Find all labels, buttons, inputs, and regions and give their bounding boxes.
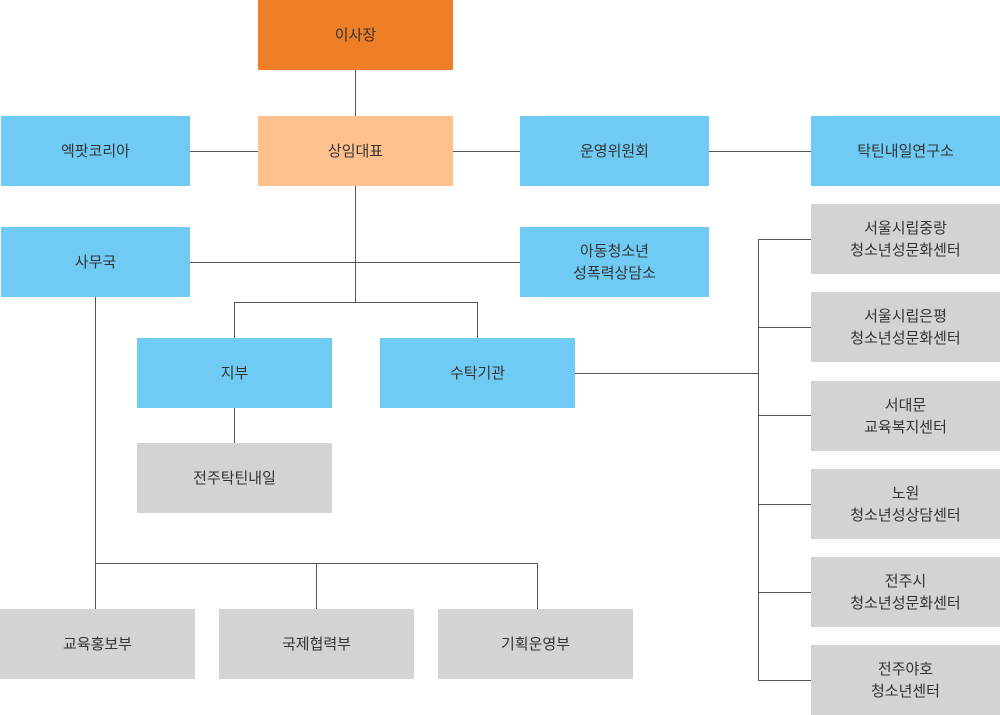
jeonju-taktin-label: 전주탁틴내일 <box>193 469 276 487</box>
committee-box: 운영위원회 <box>520 116 709 186</box>
jeonju-taktin-box: 전주탁틴내일 <box>137 443 332 513</box>
center-eunpyeong-box: 서울시립은평 청소년성문화센터 <box>811 292 1000 362</box>
dept-plan-label: 기획운영부 <box>500 635 570 653</box>
center-jungnang-box: 서울시립중랑 청소년성문화센터 <box>811 204 1000 274</box>
center-jeonju-box: 전주시 청소년성문화센터 <box>811 557 1000 627</box>
dept-intl-label: 국제협력부 <box>281 635 351 653</box>
center-jeonju-yaho-label: 전주야호 청소년센터 <box>870 660 940 700</box>
counseling-label: 아동청소년 성폭력상담소 <box>573 242 656 282</box>
branch-box: 지부 <box>137 338 332 408</box>
branch-label: 지부 <box>220 364 249 382</box>
actkorea-label: 엑팟코리아 <box>60 142 130 160</box>
dept-edu-box: 교육홍보부 <box>0 609 195 679</box>
center-seodaemun-label: 서대문 교육복지센터 <box>864 396 947 436</box>
center-eunpyeong-label: 서울시립은평 청소년성문화센터 <box>850 307 961 347</box>
institute-label: 탁틴내일연구소 <box>857 142 954 160</box>
chair-box: 이사장 <box>258 0 453 70</box>
center-seodaemun-box: 서대문 교육복지센터 <box>811 381 1000 451</box>
entrusted-box: 수탁기관 <box>380 338 575 408</box>
counseling-box: 아동청소년 성폭력상담소 <box>520 227 709 297</box>
center-nowon-label: 노원 청소년성상담센터 <box>850 484 961 524</box>
rep-box: 상임대표 <box>258 116 453 186</box>
dept-edu-label: 교육홍보부 <box>62 635 132 653</box>
dept-plan-box: 기획운영부 <box>438 609 633 679</box>
center-jungnang-label: 서울시립중랑 청소년성문화센터 <box>850 219 961 259</box>
committee-label: 운영위원회 <box>579 142 649 160</box>
chair-label: 이사장 <box>334 26 377 44</box>
dept-intl-box: 국제협력부 <box>219 609 414 679</box>
center-jeonju-yaho-box: 전주야호 청소년센터 <box>811 645 1000 715</box>
center-nowon-box: 노원 청소년성상담센터 <box>811 469 1000 539</box>
actkorea-box: 엑팟코리아 <box>1 116 190 186</box>
center-jeonju-label: 전주시 청소년성문화센터 <box>850 572 961 612</box>
rep-label: 상임대표 <box>327 142 384 160</box>
office-label: 사무국 <box>74 253 117 271</box>
entrusted-label: 수탁기관 <box>449 364 506 382</box>
institute-box: 탁틴내일연구소 <box>811 116 1000 186</box>
office-box: 사무국 <box>1 227 190 297</box>
